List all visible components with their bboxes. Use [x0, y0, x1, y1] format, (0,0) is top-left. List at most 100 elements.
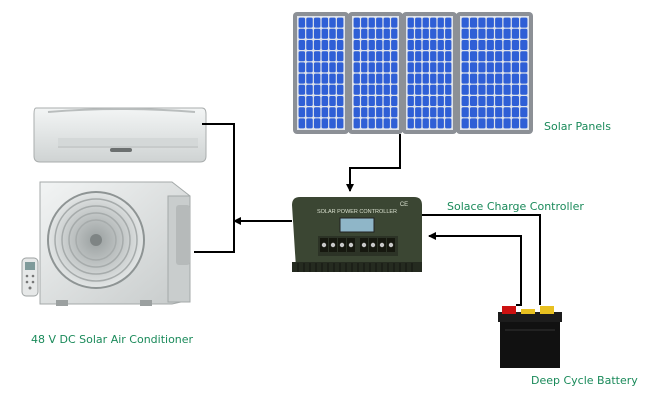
solar-cell [298, 62, 306, 73]
solar-cell [503, 28, 511, 39]
solar-cell [503, 62, 511, 73]
solar-cell [461, 73, 469, 84]
solar-cell [336, 107, 344, 118]
solar-cell [469, 62, 478, 73]
solar-cell [329, 40, 336, 50]
solar-cell [430, 107, 437, 118]
indoor-ac-unit [33, 107, 207, 163]
solar-cell [486, 40, 494, 50]
solar-cell [368, 51, 375, 62]
solar-cell [306, 17, 313, 28]
solar-panel-4 [456, 12, 533, 134]
solar-cell [368, 40, 375, 50]
solar-cell [376, 62, 383, 73]
solar-cell [313, 107, 321, 118]
solar-cell [415, 28, 422, 39]
solar-cell [445, 51, 452, 62]
solar-panel-2 [348, 12, 403, 134]
solar-cell [329, 84, 336, 95]
solar-cell [503, 118, 511, 129]
solar-cell [422, 40, 429, 50]
solar-cell [391, 28, 398, 39]
solar-cell [495, 73, 503, 84]
solar-cell [368, 73, 375, 84]
solar-cell [383, 73, 390, 84]
solar-cell [336, 96, 344, 106]
solar-cell [511, 118, 520, 129]
solar-cell [376, 73, 383, 84]
solar-cell [415, 40, 422, 50]
solar-cell [329, 96, 336, 106]
solar-cell [437, 40, 444, 50]
solar-cell [486, 96, 494, 106]
solar-cell [437, 107, 444, 118]
solar-cell [407, 73, 414, 84]
solar-cell [461, 96, 469, 106]
solar-cell [415, 51, 422, 62]
solar-cell [383, 28, 390, 39]
solar-cell [361, 96, 368, 106]
solar-panels [293, 12, 533, 134]
solar-cell [503, 107, 511, 118]
solar-cell [430, 40, 437, 50]
solar-cell [321, 118, 329, 129]
solar-cell [353, 118, 360, 129]
solar-cell [361, 62, 368, 73]
solar-cell [520, 51, 528, 62]
solar-cell [306, 40, 313, 50]
solar-cell [445, 40, 452, 50]
solar-cell [407, 62, 414, 73]
solar-cell [445, 62, 452, 73]
solar-cell [368, 28, 375, 39]
solar-cell [430, 51, 437, 62]
solar-cell [445, 96, 452, 106]
solar-cell [415, 62, 422, 73]
solar-cell [361, 73, 368, 84]
solar-cell [298, 84, 306, 95]
solar-cell [313, 96, 321, 106]
solar-cell [503, 96, 511, 106]
solar-cell [353, 96, 360, 106]
solar-cell [503, 51, 511, 62]
solar-cell [486, 84, 494, 95]
solar-cell [469, 107, 478, 118]
solar-cell [520, 62, 528, 73]
wire-battery-to-controller [428, 232, 522, 306]
solar-cell [495, 107, 503, 118]
solar-cell [321, 96, 329, 106]
solar-cell [298, 118, 306, 129]
solar-cell [391, 96, 398, 106]
solar-cell [353, 62, 360, 73]
solar-cell [368, 62, 375, 73]
solar-cell [321, 84, 329, 95]
solar-cell [511, 73, 520, 84]
solar-cell [353, 28, 360, 39]
solar-cell [520, 73, 528, 84]
solar-cell [511, 62, 520, 73]
solar-cell [306, 73, 313, 84]
solar-cell [430, 17, 437, 28]
solar-cell [511, 17, 520, 28]
solar-cell [511, 96, 520, 106]
solar-cell [503, 17, 511, 28]
solar-cell [437, 73, 444, 84]
solar-cell [422, 17, 429, 28]
solar-cell [422, 96, 429, 106]
solar-cell [478, 107, 486, 118]
solar-cell [353, 84, 360, 95]
solar-cell [445, 28, 452, 39]
solar-cell [376, 107, 383, 118]
solar-cell [336, 62, 344, 73]
solar-cell [376, 118, 383, 129]
solar-cell [329, 17, 336, 28]
solar-cell [469, 28, 478, 39]
solar-cell [313, 28, 321, 39]
solar-cell [376, 51, 383, 62]
solar-cell [383, 84, 390, 95]
deep-cycle-battery [498, 306, 562, 368]
solar-cell [430, 84, 437, 95]
solar-cell [298, 107, 306, 118]
solar-cell [313, 84, 321, 95]
solar-cell [445, 73, 452, 84]
